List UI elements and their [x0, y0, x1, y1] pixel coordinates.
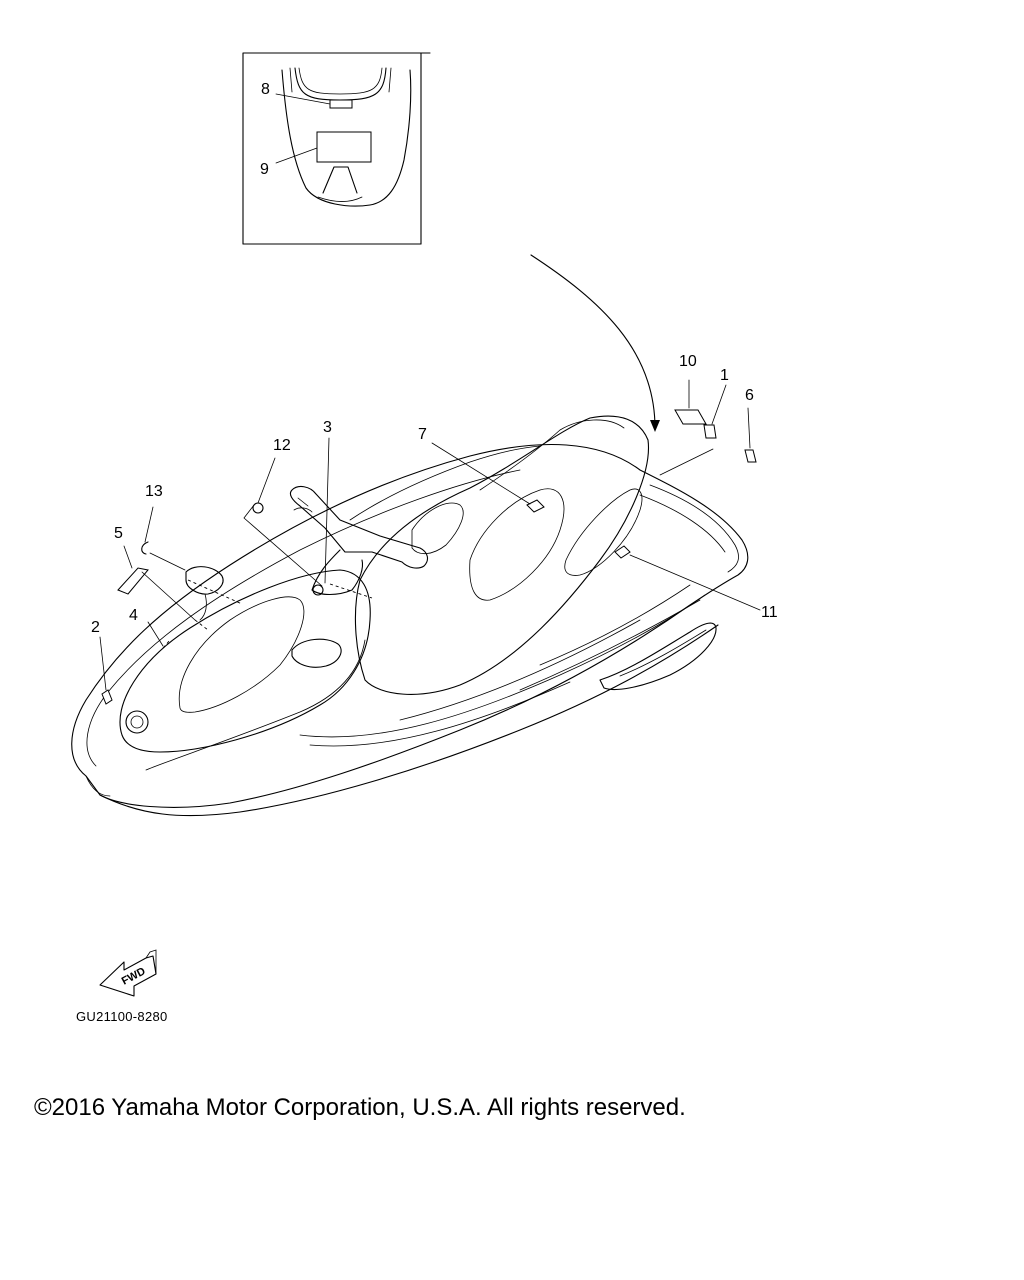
inset-hood	[294, 67, 387, 101]
inset-frame-left-top	[242, 52, 431, 245]
hood-vent	[185, 566, 224, 595]
callout-12: 12	[273, 437, 291, 454]
copyright-notice: ©2016 Yamaha Motor Corporation, U.S.A. A…	[34, 1094, 686, 1121]
inset-notch	[322, 166, 358, 194]
decal-8	[329, 99, 353, 109]
inset-body	[281, 69, 412, 207]
watercraft-body	[71, 415, 749, 817]
callout-6: 6	[745, 387, 754, 404]
steering-column	[311, 549, 364, 596]
decal-2	[101, 689, 113, 705]
sponson	[599, 622, 717, 691]
decal-13-hook	[141, 541, 149, 555]
decal-6	[744, 449, 757, 463]
decal-10	[674, 409, 707, 425]
callout-9: 9	[260, 161, 269, 178]
decal-5	[117, 567, 149, 595]
front-light	[125, 710, 149, 734]
seat-grab	[564, 488, 643, 576]
seat-front-pad	[411, 502, 464, 555]
fwd-arrow-icon: FWD	[99, 949, 157, 997]
callout-5: 5	[114, 525, 123, 542]
seat-rear-pad	[469, 488, 565, 601]
hull-outline	[71, 443, 749, 808]
side-pod	[291, 638, 342, 668]
callout-10: 10	[679, 353, 697, 370]
callout-4: 4	[129, 607, 138, 624]
part-code: GU21100-8280	[76, 1009, 168, 1024]
front-hood	[119, 569, 371, 753]
callout-11: 11	[761, 604, 778, 621]
inset-pointer-curve	[530, 254, 656, 429]
callout-1: 1	[720, 367, 729, 384]
hull-strake	[99, 624, 719, 817]
callout-13: 13	[145, 483, 163, 500]
decal-3-ring	[312, 584, 324, 596]
gunwale-inner	[86, 469, 521, 767]
callout-8: 8	[261, 81, 270, 98]
callout-2: 2	[91, 619, 100, 636]
seat	[354, 415, 650, 695]
decal-11	[614, 545, 631, 559]
decals	[101, 409, 757, 705]
handlebar	[289, 485, 429, 569]
callout-3: 3	[323, 419, 332, 436]
front-hatch	[178, 596, 305, 713]
decal-9	[316, 131, 372, 163]
callout-labels: 8 9 10 1 6 7 3 12 13 5 4 2 11	[91, 81, 778, 636]
callout-7: 7	[418, 426, 427, 443]
inset-detail	[242, 52, 431, 245]
leader-lines	[99, 379, 761, 691]
decal-12-ring	[252, 502, 264, 514]
decal-1	[703, 424, 717, 439]
decal-7	[526, 499, 545, 513]
